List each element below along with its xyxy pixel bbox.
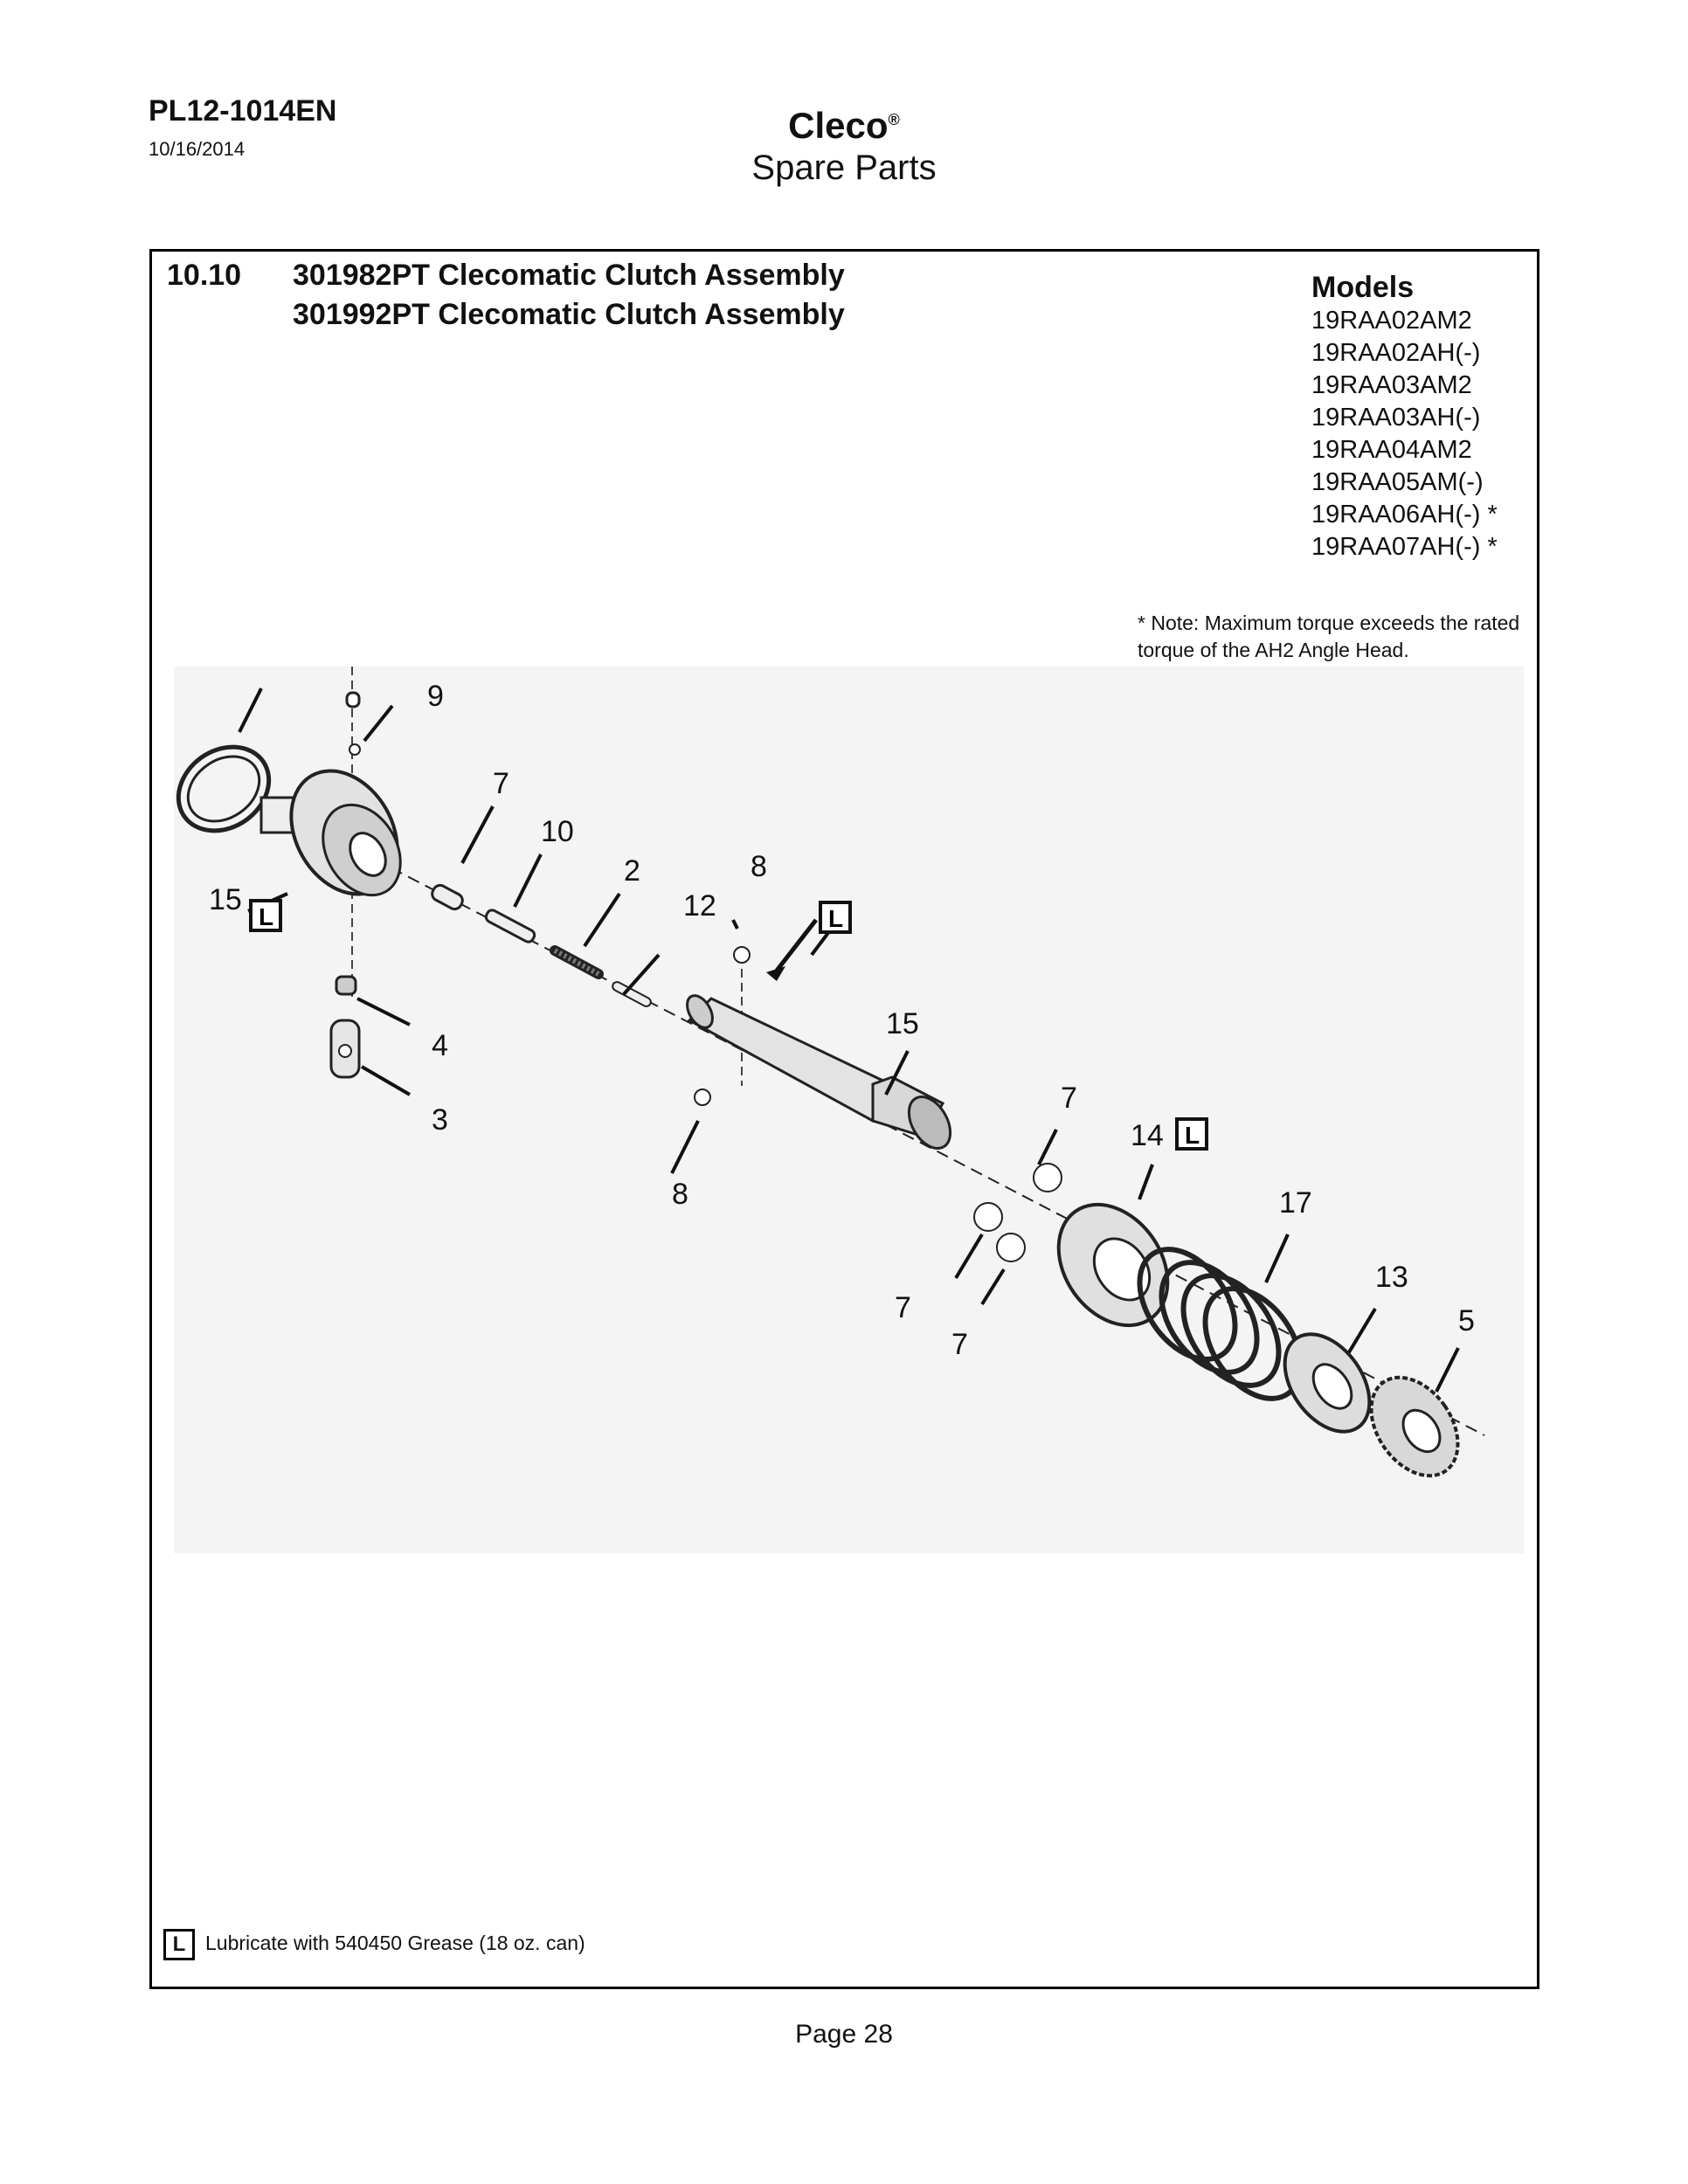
section-title: 301992PT Clecomatic Clutch Assembly	[293, 298, 845, 331]
callout-number: 7	[493, 767, 509, 800]
lube-marker: L	[259, 903, 273, 930]
part-o-ring	[176, 744, 272, 833]
part-retainer	[1283, 1332, 1372, 1434]
models-heading: Models	[1311, 271, 1415, 304]
part-spring-2	[550, 945, 604, 979]
callout-number: 8	[751, 850, 767, 883]
callout-number: 10	[541, 815, 574, 848]
part-push-rod	[484, 909, 536, 943]
lube-legend-marker: L	[163, 1929, 195, 1960]
document-date: 10/16/2014	[149, 138, 246, 160]
part-plug	[345, 691, 361, 708]
section-title: 301982PT Clecomatic Clutch Assembly	[293, 259, 845, 292]
lubrication-legend: L Lubricate with 540450 Grease (18 oz. ca…	[163, 1929, 585, 1960]
callout-number: 7	[895, 1291, 911, 1324]
document-subtitle: Spare Parts	[751, 149, 937, 187]
model-item: 19RAA02AM2	[1311, 307, 1472, 335]
lube-markers: L L L	[249, 899, 1208, 1151]
callout-number: 5	[1458, 1304, 1475, 1337]
page-number: Page 28	[795, 2020, 893, 2049]
model-item: 19RAA04AM2	[1311, 436, 1472, 464]
part-pin-3	[329, 1019, 361, 1079]
parts-frame: 10.10 301982PT Clecomatic Clutch Assembl…	[149, 249, 1539, 1989]
model-item: 19RAA03AM2	[1311, 371, 1472, 399]
callout-number: 3	[432, 1103, 448, 1137]
part-spindle	[686, 994, 952, 1150]
part-clutch-housing	[259, 769, 402, 897]
model-item: 19RAA02AH(-)	[1311, 339, 1481, 367]
document-id: PL12-1014EN	[149, 94, 337, 128]
callout-number: 1	[296, 667, 313, 674]
callout-number: 12	[683, 889, 716, 923]
model-item: 19RAA07AH(-) *	[1311, 533, 1498, 561]
callout-number: 7	[1061, 1082, 1077, 1115]
part-pin-12	[612, 981, 652, 1007]
callout-number: 15	[886, 1007, 919, 1040]
callout-number: 17	[1279, 1186, 1312, 1220]
callout-number: 15	[209, 883, 242, 916]
torque-note: * Note: Maximum torque exceeds the rated…	[1138, 612, 1520, 661]
callout-number: 7	[951, 1328, 968, 1361]
brand-logo: Cleco®	[0, 105, 1688, 147]
callout-number: 8	[672, 1178, 688, 1211]
lube-marker: L	[828, 905, 843, 932]
model-item: 19RAA06AH(-) *	[1311, 501, 1498, 529]
part-adjusting-nut	[1369, 1375, 1460, 1478]
part-small-spring	[335, 975, 357, 996]
callout-number: 13	[1375, 1261, 1408, 1294]
callout-number: 2	[624, 854, 640, 888]
callout-number: 4	[432, 1029, 448, 1062]
section-number: 10.10	[167, 259, 242, 292]
registered-mark: ®	[888, 111, 900, 128]
part-ball-9	[349, 743, 361, 756]
part-ball-8	[694, 946, 751, 1106]
callout-number: 14	[1131, 1119, 1164, 1152]
part-ball-7	[973, 1163, 1062, 1262]
brand-name: Cleco	[788, 105, 889, 146]
lube-legend-text: Lubricate with 540450 Grease (18 oz. can…	[205, 1932, 585, 1955]
model-item: 19RAA05AM(-)	[1311, 468, 1484, 496]
part-pin-6	[431, 883, 464, 911]
callout-number: 9	[427, 680, 444, 713]
model-item: 19RAA03AH(-)	[1311, 404, 1481, 432]
part-main-spring	[1137, 1247, 1304, 1401]
exploded-clutch-diagram: 1 11 9 7 10 2 12 8 15 7 14 17 13 5 8 7 7…	[174, 667, 1524, 1553]
lube-marker: L	[1185, 1122, 1200, 1149]
